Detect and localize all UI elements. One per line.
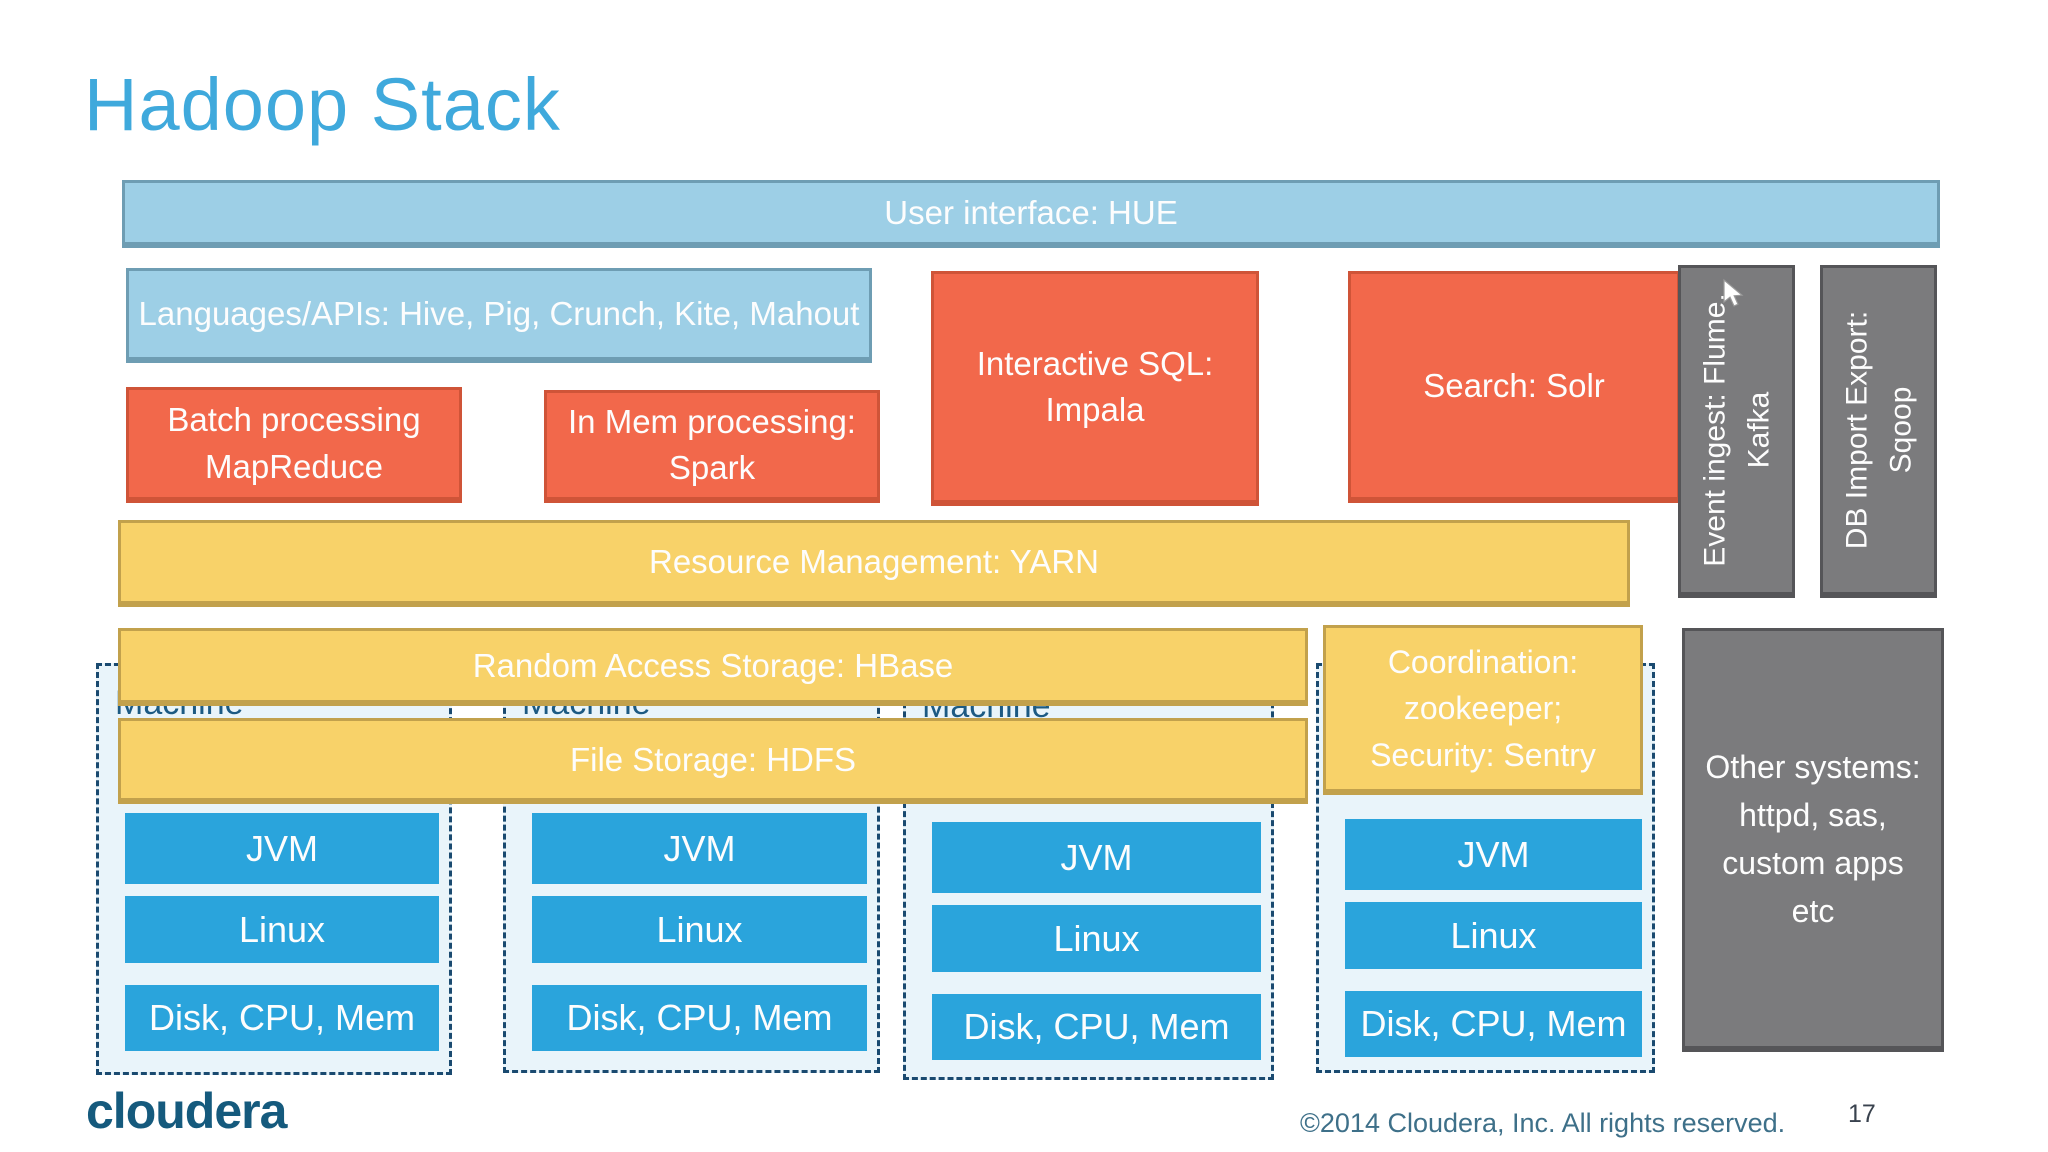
box-search-solr: Search: Solr <box>1348 271 1680 503</box>
box-event-ingest-flume-kafka: Event ingest: Flume, Kafka <box>1678 265 1795 598</box>
box-batch-processing-mapreduce: Batch processing MapReduce <box>126 387 462 503</box>
box-label-line: httpd, sas, <box>1739 796 1887 833</box>
box-label-line: Spark <box>668 449 756 486</box>
page-number: 17 <box>1848 1100 1876 1128</box>
cloudera-logo: cloudera <box>86 1083 287 1139</box>
box-label-line: zookeeper; <box>1403 690 1563 727</box>
box-db-import-export-sqoop: DB Import Export: Sqoop <box>1820 265 1937 598</box>
box-coordination-zookeeper-security-sentry: Coordination: zookeeper; Security: Sentr… <box>1323 625 1643 795</box>
mouse-cursor-icon <box>1722 278 1748 315</box>
box-label: Resource Management: YARN <box>649 543 1099 580</box>
machine-bar-linux: Linux <box>125 896 439 963</box>
machine-bar-disk-cpu-mem: Disk, CPU, Mem <box>532 985 867 1051</box>
box-label: User interface: HUE <box>884 193 1178 231</box>
box-label-line: Coordination: <box>1387 643 1579 680</box>
machine-bar-linux: Linux <box>532 896 867 963</box>
box-user-interface-hue: User interface: HUE <box>122 180 1940 248</box>
machine-bar-disk-cpu-mem: Disk, CPU, Mem <box>1345 991 1642 1057</box>
box-file-storage-hdfs: File Storage: HDFS <box>118 718 1308 804</box>
machine-bar-linux: Linux <box>932 905 1261 972</box>
machine-bar-jvm: JVM <box>932 822 1261 893</box>
box-label-line: etc <box>1791 892 1835 929</box>
box-interactive-sql-impala: Interactive SQL: Impala <box>931 271 1259 506</box>
box-label-line: custom apps <box>1722 844 1904 881</box>
box-label-line: Sqoop <box>1883 386 1917 474</box>
box-random-access-storage-hbase: Random Access Storage: HBase <box>118 628 1308 706</box>
box-label: Languages/APIs: Hive, Pig, Crunch, Kite,… <box>138 295 860 332</box>
machine-bar-linux: Linux <box>1345 902 1642 969</box>
box-label-line: Impala <box>1045 391 1145 428</box>
box-other-systems: Other systems: httpd, sas, custom apps e… <box>1682 628 1944 1052</box>
machine-bar-disk-cpu-mem: Disk, CPU, Mem <box>932 994 1261 1060</box>
page-title: Hadoop Stack <box>84 63 561 146</box>
box-label-line: In Mem processing: <box>568 402 856 440</box>
box-label-line: Security: Sentry <box>1370 736 1596 773</box>
box-label: Random Access Storage: HBase <box>472 646 954 684</box>
box-languages-apis: Languages/APIs: Hive, Pig, Crunch, Kite,… <box>126 268 872 363</box>
box-label-line: DB Import Export: <box>1840 310 1873 550</box>
vertical-label: DB Import Export: Sqoop <box>1835 265 1922 595</box>
box-label-line: Batch processing <box>167 401 421 439</box>
box-label: Search: Solr <box>1423 366 1605 404</box>
box-resource-management-yarn: Resource Management: YARN <box>118 520 1630 607</box>
machine-bar-disk-cpu-mem: Disk, CPU, Mem <box>125 985 439 1051</box>
copyright-text: ©2014 Cloudera, Inc. All rights reserved… <box>1300 1108 1786 1138</box>
machine-bar-jvm: JVM <box>1345 819 1642 890</box>
machine-bar-jvm: JVM <box>532 813 867 884</box>
box-inmem-processing-spark: In Mem processing: Spark <box>544 390 880 503</box>
box-label-line: MapReduce <box>205 447 383 485</box>
box-label-line: Other systems: <box>1705 748 1921 785</box>
box-label: File Storage: HDFS <box>569 740 857 778</box>
machine-bar-jvm: JVM <box>125 813 439 884</box>
box-label-line: Interactive SQL: <box>976 344 1214 382</box>
